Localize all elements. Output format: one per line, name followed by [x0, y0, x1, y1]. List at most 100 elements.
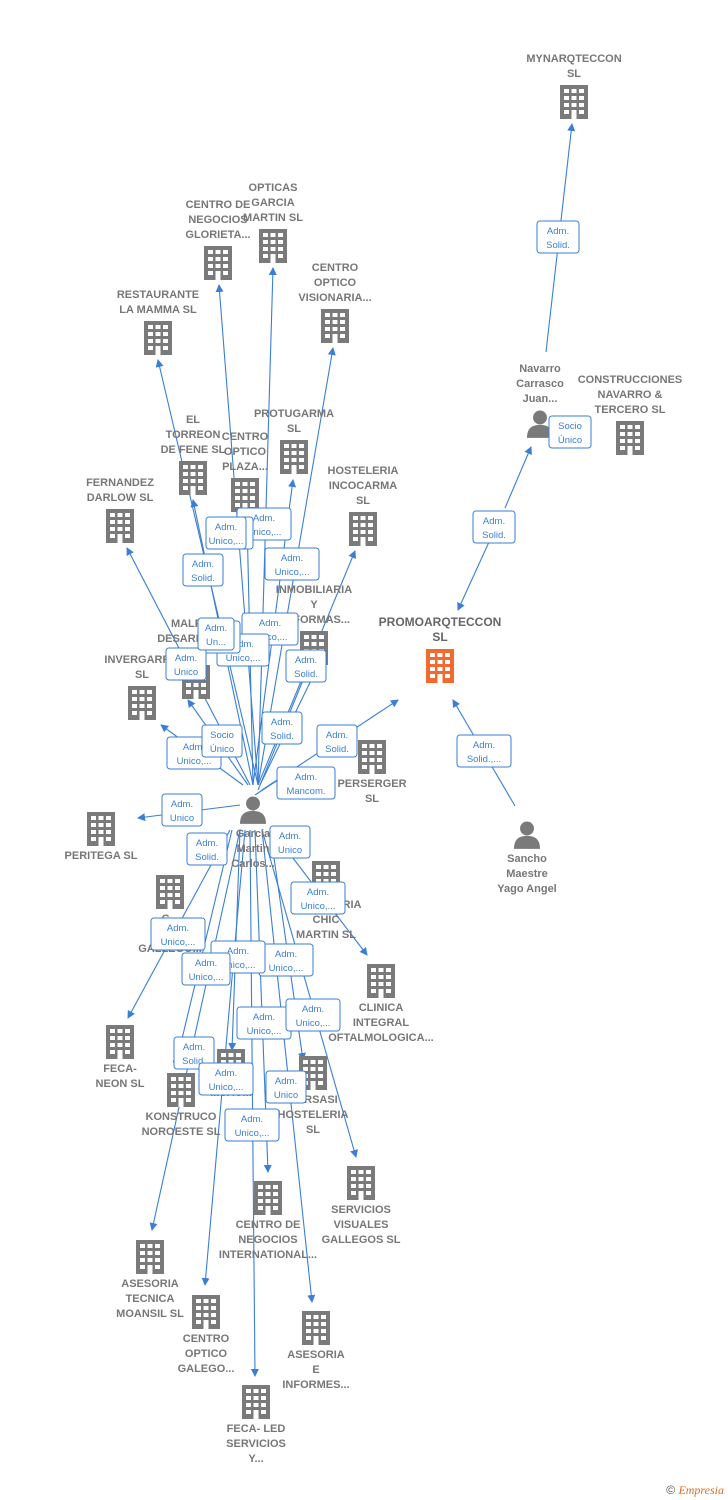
edge-role-badge[interactable]: Adm.Mancom. [276, 766, 336, 800]
edge-role-badge[interactable]: Adm.Unico [265, 1070, 307, 1104]
edge-role-badge[interactable]: Adm.Solid. [261, 711, 303, 745]
building-icon[interactable] [367, 964, 395, 998]
node-asesoria-informes[interactable]: ASESORIAEINFORMES... [282, 1311, 350, 1391]
brand-logo[interactable]: Empresia [678, 1483, 724, 1497]
building-icon[interactable] [349, 512, 377, 546]
building-icon[interactable] [321, 309, 349, 343]
edge-role-text: Un... [206, 637, 226, 648]
node-label: SL [287, 423, 301, 435]
node-peritega[interactable]: PERITEGA SL [65, 812, 138, 862]
building-icon[interactable] [136, 1240, 164, 1274]
building-icon[interactable] [87, 812, 115, 846]
node-label: VISIONARIA... [298, 292, 371, 304]
node-navarro[interactable]: NavarroCarrascoJuan... [516, 363, 564, 438]
building-icon[interactable] [167, 1073, 195, 1107]
node-centro-plaza[interactable]: CENTROOPTICOPLAZA... [222, 431, 269, 512]
edge-role-text: Unico,... [247, 527, 282, 538]
edge-role-badge[interactable]: Adm.Unico,... [285, 998, 341, 1032]
edge-role-badge[interactable]: Adm.Unico,... [290, 881, 346, 915]
edge-role-badge[interactable]: Adm.Unico,... [205, 516, 247, 550]
edge-role-text: Adm. [175, 653, 197, 664]
edge-line [504, 446, 532, 509]
edge-role-badge[interactable]: Adm.Unico,... [150, 917, 206, 951]
node-label: DARLOW SL [87, 492, 154, 504]
edge-role-badge[interactable]: Adm.Solid. [472, 510, 516, 544]
node-centro-glorieta[interactable]: CENTRO DENEGOCIOSGLORIETA... [185, 199, 251, 280]
edge-role-badge[interactable]: Adm.Unico,... [264, 547, 320, 581]
building-icon[interactable] [616, 421, 644, 455]
building-icon[interactable] [179, 461, 207, 495]
node-feca-led[interactable]: FECA- LEDSERVICIOSY... [226, 1385, 286, 1465]
building-icon[interactable] [242, 1385, 270, 1419]
edge-role-text: Solid.,... [467, 754, 501, 765]
node-centro-internacional[interactable]: CENTRO DENEGOCIOSINTERNATIONAL... [219, 1181, 317, 1261]
building-icon[interactable] [106, 509, 134, 543]
person-icon[interactable] [514, 821, 540, 849]
edge-role-badge[interactable]: Adm.Solid.,... [456, 734, 512, 768]
edge-role-badge[interactable]: Adm.Unico,... [224, 1108, 280, 1142]
edge-role-badge[interactable]: Adm.Unico,... [198, 1062, 254, 1096]
node-feca-neon[interactable]: FECA-NEON SL [96, 1025, 145, 1090]
building-icon[interactable] [106, 1025, 134, 1059]
edge-role-text: Adm. [196, 838, 218, 849]
edge-role-badge[interactable]: Adm.Unico [161, 793, 203, 827]
building-icon[interactable] [128, 686, 156, 720]
edge-role-text: Unico,... [177, 756, 212, 767]
edge-role-badge[interactable]: Adm.Unico,... [181, 952, 231, 986]
edge-role-text: Adm. [241, 1114, 263, 1125]
building-icon[interactable] [426, 649, 454, 683]
edge-role-badge[interactable]: Adm.Unico [165, 647, 207, 681]
node-centro-galego[interactable]: CENTROOPTICOGALEGO... [178, 1295, 235, 1375]
person-icon[interactable] [240, 796, 266, 824]
building-icon[interactable] [280, 440, 308, 474]
edge-role-badge[interactable]: Adm.Unico,... [258, 943, 314, 977]
node-garcia[interactable]: GarciaMartinCarlos... [231, 796, 275, 870]
node-label: PLAZA... [222, 461, 268, 473]
node-label: SL [567, 68, 581, 80]
edge-role-box [285, 649, 327, 683]
edge-role-badge[interactable]: Adm.Unico [269, 825, 311, 859]
edge-role-badge[interactable]: Adm.Solid. [186, 832, 228, 866]
building-icon[interactable] [347, 1166, 375, 1200]
building-icon[interactable] [192, 1295, 220, 1329]
edge-role-badge[interactable]: Adm.Un... [197, 617, 235, 651]
building-icon[interactable] [254, 1181, 282, 1215]
edge-role-badge[interactable]: Adm.Unico,... [236, 1006, 292, 1040]
building-icon[interactable] [259, 229, 287, 263]
node-label: GALLEGOS SL [322, 1234, 401, 1246]
node-label: INMOBILIARIA [276, 584, 352, 596]
edge-role-badge[interactable]: Adm.Solid. [316, 724, 358, 758]
edge-role-badge[interactable]: Adm.Solid. [173, 1036, 215, 1070]
building-icon[interactable] [302, 1311, 330, 1345]
building-icon[interactable] [231, 478, 259, 512]
node-invergarr[interactable]: INVERGARR...SL [104, 654, 180, 720]
edge-role-badge[interactable]: Adm.Solid. [285, 649, 327, 683]
building-icon[interactable] [204, 246, 232, 280]
edge-role-badge[interactable]: Adm.Solid. [182, 553, 224, 587]
building-icon[interactable] [156, 875, 184, 909]
building-icon[interactable] [358, 740, 386, 774]
building-icon[interactable] [144, 321, 172, 355]
edge-role-badge[interactable]: Adm.Solid. [536, 220, 580, 254]
node-label: CENTRO DE [236, 1219, 301, 1231]
building-icon[interactable] [560, 85, 588, 119]
node-centro-visionaria[interactable]: CENTROOPTICOVISIONARIA... [298, 262, 372, 343]
node-clinica[interactable]: CLINICAINTEGRALOFTALMOLOGICA... [328, 964, 434, 1044]
edge-role-text: Adm. [215, 522, 237, 533]
